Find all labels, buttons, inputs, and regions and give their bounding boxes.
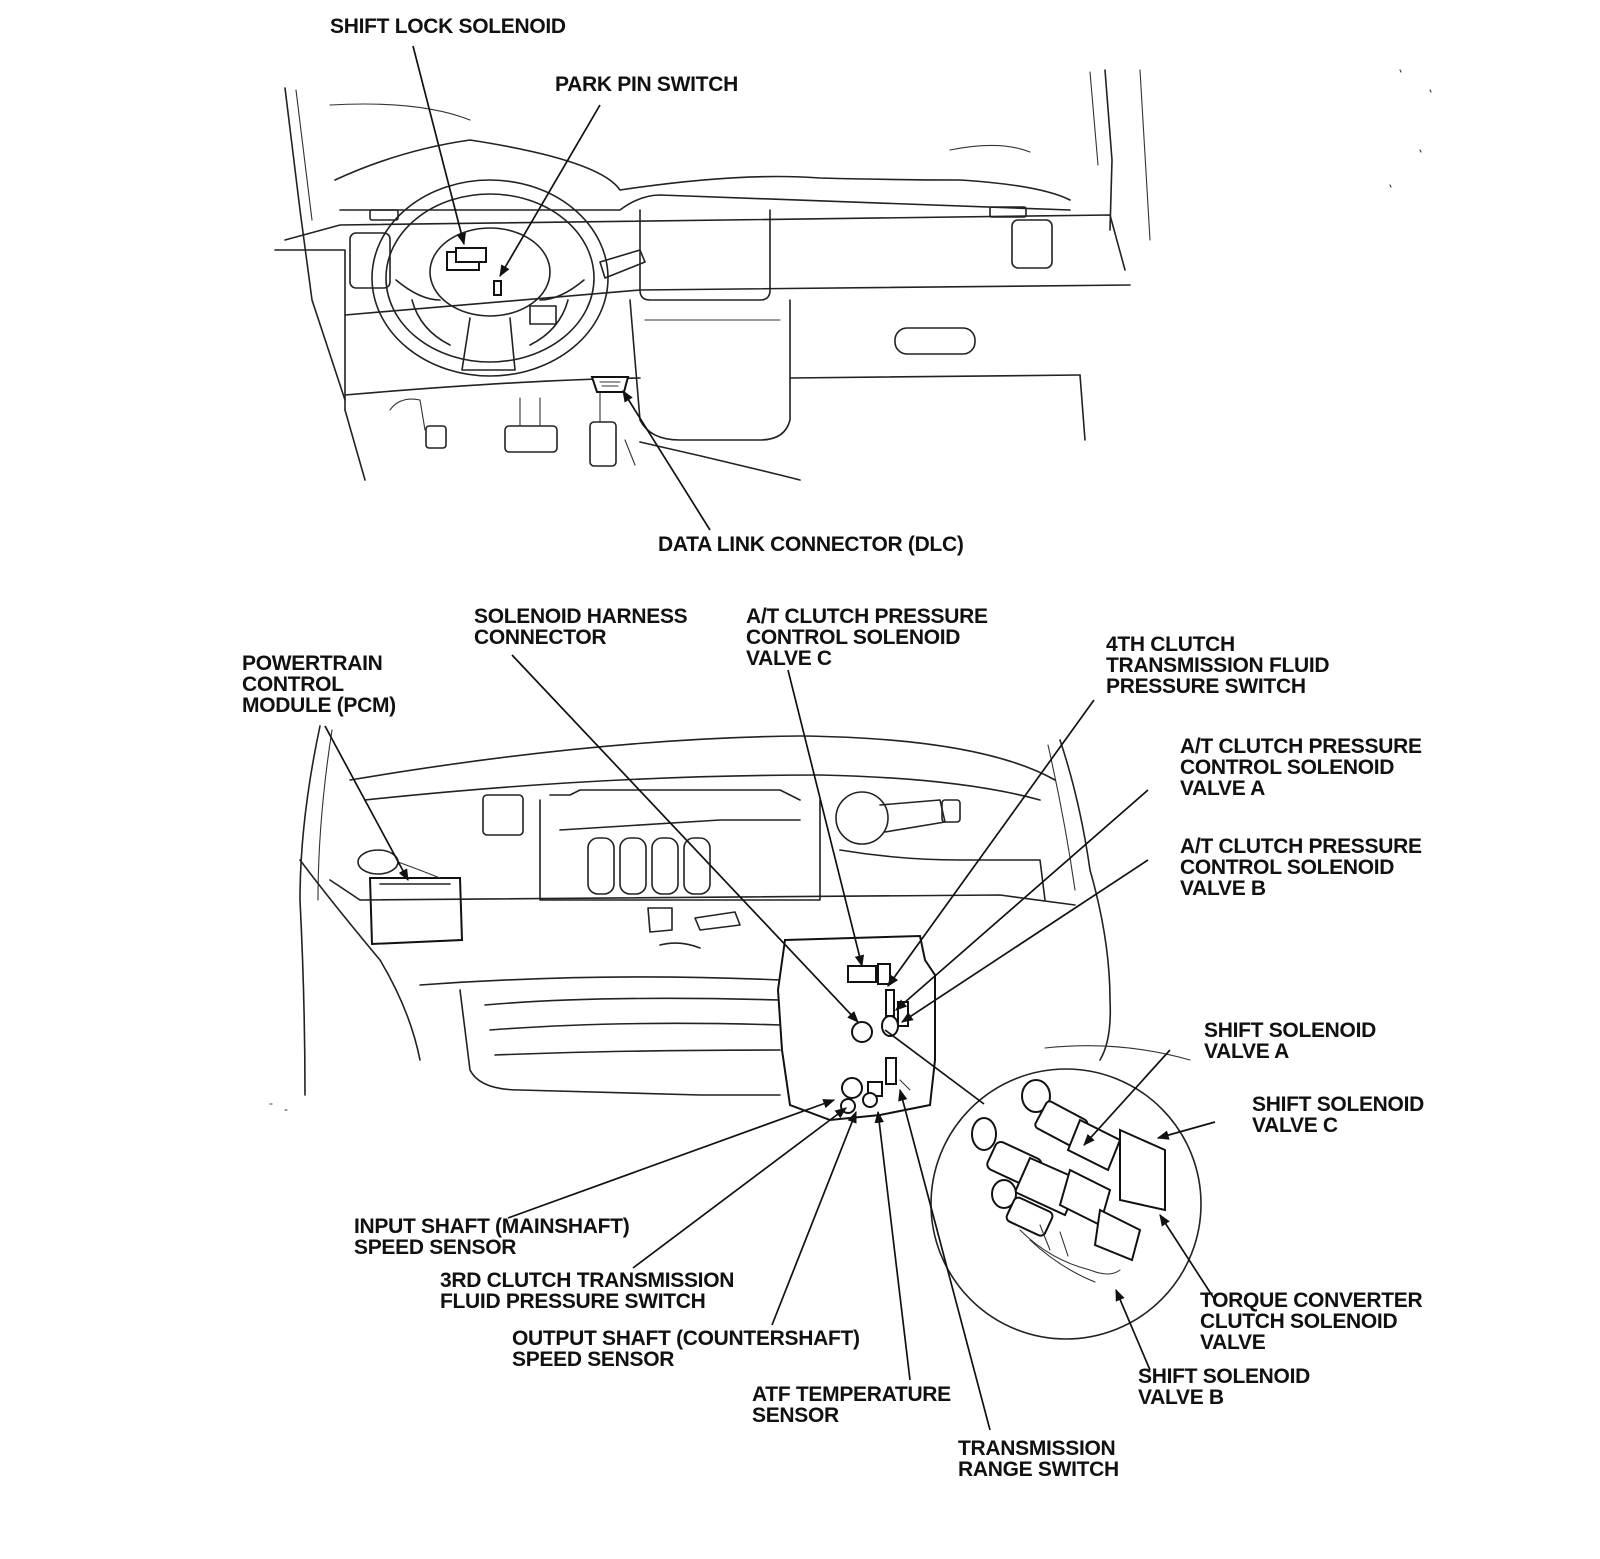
label-data-link-connector: DATA LINK CONNECTOR (DLC) — [658, 533, 964, 556]
dashboard-drawing — [274, 45, 1151, 531]
label-park-pin-switch: PARK PIN SWITCH — [555, 73, 738, 96]
label-shift-lock-solenoid: SHIFT LOCK SOLENOID — [330, 15, 566, 38]
label-input-shaft-speed-sensor: INPUT SHAFT (MAINSHAFT)SPEED SENSOR — [354, 1215, 630, 1259]
engine-bay-drawing — [269, 69, 1432, 1431]
label-output-shaft-speed-sensor: OUTPUT SHAFT (COUNTERSHAFT)SPEED SENSOR — [512, 1327, 860, 1371]
